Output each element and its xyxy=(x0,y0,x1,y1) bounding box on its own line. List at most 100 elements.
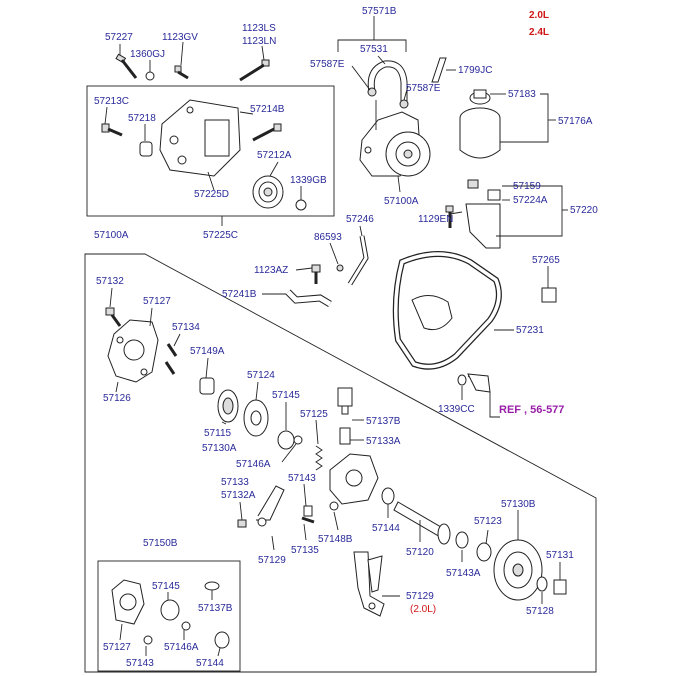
reservoir-bracket-57224a xyxy=(465,179,501,249)
valve-57133a xyxy=(339,427,351,445)
washer-57128 xyxy=(536,576,548,592)
label-57115: 57115 xyxy=(204,428,232,439)
power-steering-pump-57100a xyxy=(359,111,431,177)
kit-label-57143: 57143 xyxy=(126,658,154,669)
label-57227: 57227 xyxy=(105,32,133,43)
label-57183: 57183 xyxy=(508,89,536,100)
bracket-1799jc xyxy=(431,57,447,83)
o-ring-57148b xyxy=(329,501,339,511)
label-57143a: 57143A xyxy=(446,568,481,579)
pressure-plate-57124 xyxy=(243,399,269,437)
label-57100a-top: 57100A xyxy=(384,196,419,207)
suction-hose-57531 xyxy=(367,60,408,104)
label-57131: 57131 xyxy=(546,550,574,561)
version-label-2-4l: 2.4L xyxy=(529,27,549,38)
label-57218: 57218 xyxy=(128,113,156,124)
kit-label-57144: 57144 xyxy=(196,658,224,669)
bolt-57132 xyxy=(105,307,122,327)
label-57149a: 57149A xyxy=(190,346,225,357)
label-57531: 57531 xyxy=(360,44,388,55)
cover-57126 xyxy=(107,319,159,383)
bolt-1129en xyxy=(445,205,454,228)
bracket-57133 xyxy=(256,485,285,527)
label-57587e-a: 57587E xyxy=(310,59,345,70)
ring-57123 xyxy=(476,542,492,562)
pump-assembly-frame xyxy=(84,253,597,673)
label-57120: 57120 xyxy=(406,547,434,558)
bolt-57135 xyxy=(301,516,315,524)
label-57143: 57143 xyxy=(288,473,316,484)
reference-label: REF , 56-577 xyxy=(499,404,564,416)
kit-seal-57144 xyxy=(214,631,230,649)
label-57134: 57134 xyxy=(172,322,200,333)
bolt-1123ls xyxy=(239,59,270,82)
label-57212a: 57212A xyxy=(257,150,292,161)
label-57225c: 57225C xyxy=(203,230,238,241)
label-1339cc: 1339CC xyxy=(438,404,475,415)
spring-57125 xyxy=(315,445,323,471)
label-57133a: 57133A xyxy=(366,436,401,447)
kit-label-57145: 57145 xyxy=(152,581,180,592)
fitting-57137b xyxy=(337,387,353,415)
seal-57143a xyxy=(455,531,469,549)
label-57135: 57135 xyxy=(291,545,319,556)
label-57133: 57133 xyxy=(221,477,249,488)
plug-57143 xyxy=(303,505,313,517)
pump-body xyxy=(329,453,379,505)
label-57129: 57129 xyxy=(258,555,286,566)
kit-ring-57146a xyxy=(181,621,191,631)
label-57587e-b: 57587E xyxy=(406,83,441,94)
o-ring-57145 xyxy=(277,430,295,450)
label-1123ls: 1123LS xyxy=(242,23,276,34)
pulley-57130b xyxy=(493,539,543,601)
label-57214b: 57214B xyxy=(250,104,285,115)
bolt-57227 xyxy=(115,53,138,79)
label-57130b: 57130B xyxy=(501,499,536,510)
idler-pulley-57212a xyxy=(252,175,284,209)
cam-ring-57149a xyxy=(199,377,215,395)
label-57100a: 57100A xyxy=(94,230,129,241)
sleeve-57218 xyxy=(139,141,153,157)
clamp-86593 xyxy=(336,264,344,272)
label-57265: 57265 xyxy=(532,255,560,266)
label-57241b: 57241B xyxy=(222,289,257,300)
label-57130a: 57130A xyxy=(202,443,237,454)
label-1123ln: 1123LN xyxy=(242,36,276,47)
label-1123gv: 1123GV xyxy=(162,32,198,43)
cap-1339gb xyxy=(295,199,307,211)
shaft-57120 xyxy=(393,501,451,545)
kit-o-ring-57145 xyxy=(160,599,180,621)
label-57213c: 57213C xyxy=(94,96,129,107)
label-57176a: 57176A xyxy=(558,116,593,127)
label-57144: 57144 xyxy=(372,523,400,534)
pins-57134 xyxy=(164,343,178,375)
bracket-group-frame xyxy=(86,85,335,217)
label-57126: 57126 xyxy=(103,393,131,404)
label-2-0l: (2.0L) xyxy=(410,604,436,615)
label-57246: 57246 xyxy=(346,214,374,225)
label-57132: 57132 xyxy=(96,276,124,287)
label-1360gj: 1360GJ xyxy=(130,49,165,60)
nut-57131 xyxy=(553,579,567,595)
kit-label-57146a: 57146A xyxy=(164,642,199,653)
label-57148b: 57148B xyxy=(318,534,353,545)
hose-57241b xyxy=(285,289,332,308)
bracket-1339cc xyxy=(457,373,491,393)
label-57225d: 57225D xyxy=(194,189,229,200)
bolt-57214b xyxy=(252,123,282,142)
clamp-57587e-b xyxy=(399,99,409,109)
label-57123: 57123 xyxy=(474,516,502,527)
seal-kit-frame xyxy=(97,560,241,672)
label-57145: 57145 xyxy=(272,390,300,401)
rotor-57115 xyxy=(217,389,239,423)
label-1129en: 1129EN xyxy=(418,214,453,225)
label-57125: 57125 xyxy=(300,409,328,420)
label-1123az: 1123AZ xyxy=(254,265,288,276)
kit-label-57127: 57127 xyxy=(103,642,131,653)
label-57137b: 57137B xyxy=(366,416,401,427)
label-57124: 57124 xyxy=(247,370,275,381)
label-57127: 57127 xyxy=(143,296,171,307)
pipe-57246 xyxy=(347,235,369,286)
kit-ring-57137b xyxy=(204,581,220,591)
